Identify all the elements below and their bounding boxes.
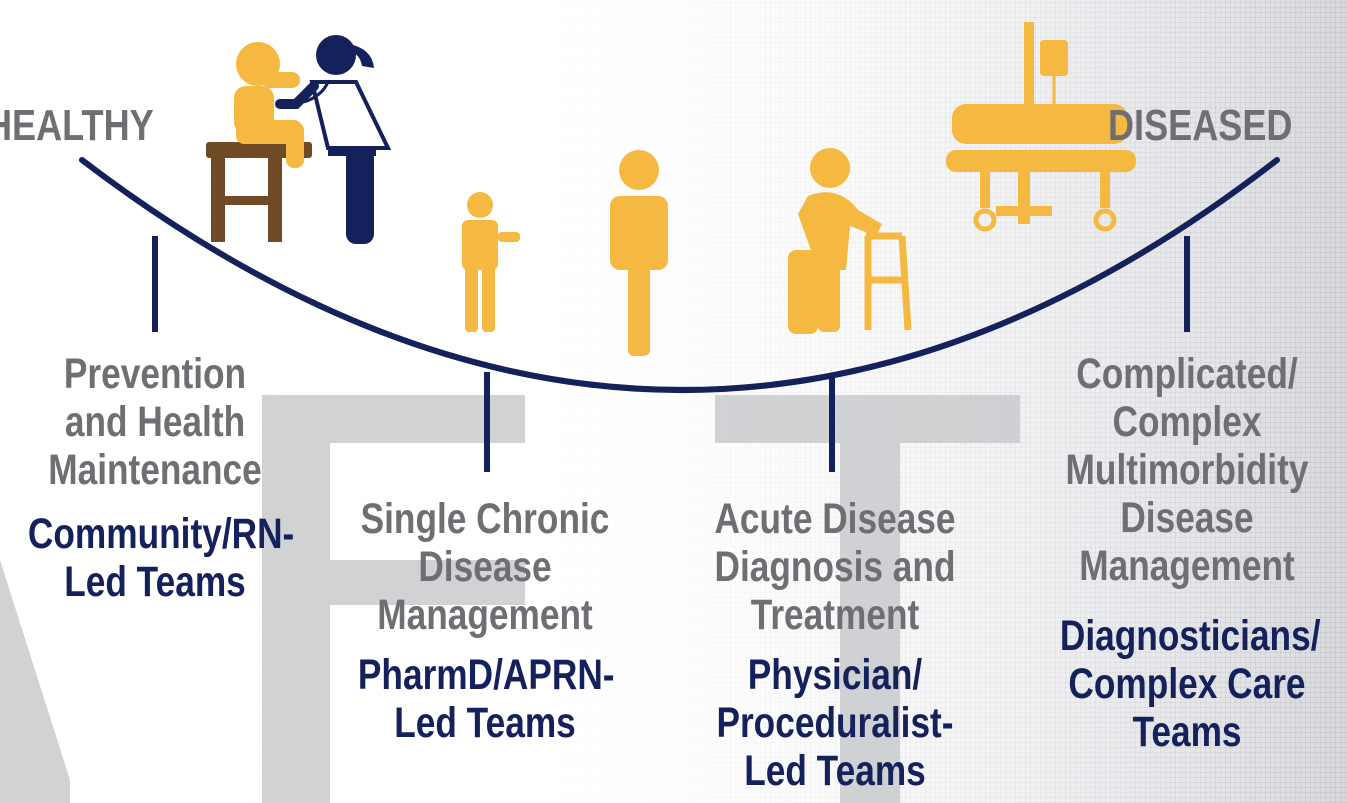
description-line: Acute Disease [714,495,956,543]
team-line: Community/RN- [27,510,295,558]
stage-connectors [152,236,1190,472]
stage-description: Complicated/ Complex Multimorbidity Dise… [1060,350,1314,590]
stage-description: Prevention and Health Maintenance [28,350,282,494]
description-line: Disease [418,543,552,591]
continuum-arc [79,157,1280,393]
team-label: PharmD/APRN- Led Teams [357,651,615,747]
description-line: Multimorbidity [1065,446,1309,494]
team-line: Diagnosticians/ [1059,612,1321,660]
team-line: Proceduralist- [716,699,954,747]
team-line: Led Teams [64,558,246,606]
elderly-walker-icon [788,148,912,334]
hospital-bed-iv-icon [946,22,1136,232]
team-line: Complex Care [1068,660,1306,708]
child-patient-icon [234,42,304,168]
adult-icon [610,150,668,356]
watermark-letters [0,395,1020,803]
description-line: Complicated/ [1076,350,1298,398]
team-line: PharmD/APRN- [357,651,615,699]
stool-icon [206,142,312,242]
stage-description: Single Chronic Disease Management [358,495,612,639]
description-line: Complex [1112,398,1262,446]
team-label: Diagnosticians/ Complex Care Teams [1059,612,1321,756]
description-line: Diagnosis and [714,543,956,591]
description-line: Treatment [750,591,920,639]
description-line: Prevention [63,350,247,398]
team-label: Community/RN- Led Teams [27,510,295,606]
team-line: Led Teams [744,747,926,795]
team-line: Teams [1132,708,1242,756]
description-line: Maintenance [48,446,262,494]
team-label: Physician/ Proceduralist- Led Teams [708,651,962,795]
description-line: Management [1079,542,1295,590]
healthy-label: HEALTHY [0,101,154,150]
description-line: Management [377,591,593,639]
stage-description: Acute Disease Diagnosis and Treatment [708,495,962,639]
team-line: Led Teams [394,699,576,747]
team-line: Physician/ [747,651,923,699]
description-line: and Health [64,398,246,446]
child-icon [462,192,520,332]
description-line: Disease [1120,494,1254,542]
description-line: Single Chronic [360,495,610,543]
diseased-label: DISEASED [1108,101,1293,150]
doctor-icon [275,35,392,244]
